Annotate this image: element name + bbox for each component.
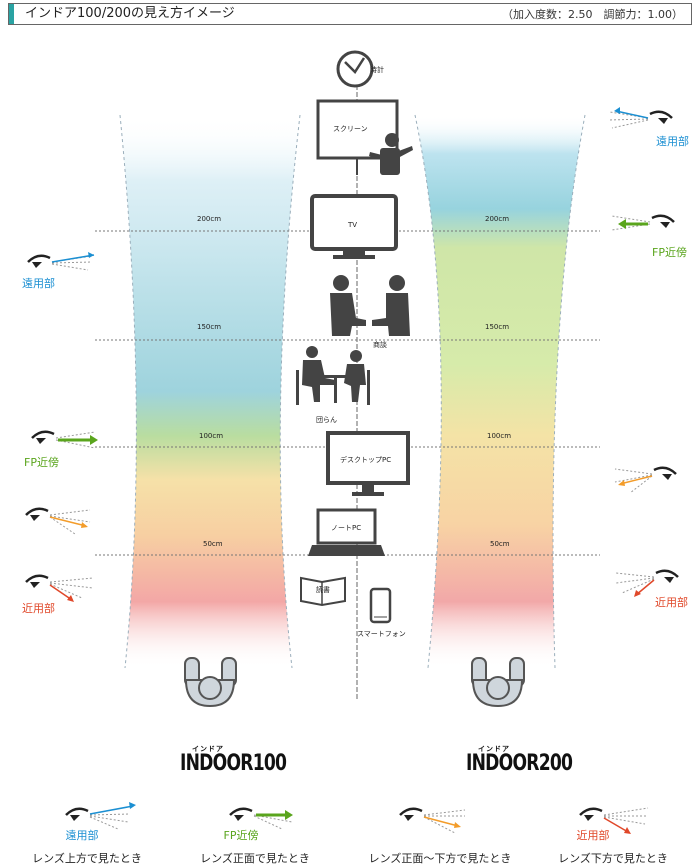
header-accent — [9, 4, 14, 24]
legend-eye-far-icon — [65, 802, 136, 830]
desktop-pc-icon — [326, 431, 410, 496]
tv-label: TV — [348, 221, 358, 229]
legend-caption-near: レンズ下方で見たとき — [558, 852, 668, 865]
presenter-icon — [369, 133, 413, 175]
indoor100-logo: インドア INDOOR100 — [180, 745, 287, 779]
header-params: （加入度数：2.50 調節力：1.00） — [502, 8, 683, 21]
legend-zone-fp: FP近傍 — [223, 829, 259, 842]
eye-far-right-icon — [607, 107, 673, 129]
smartphone-label: スマートフォン — [357, 630, 406, 638]
header-bar: インドア100/200の見え方イメージ （加入度数：2.50 調節力：1.00） — [8, 3, 692, 25]
viewer-left-icon — [184, 657, 237, 708]
page-title: インドア100/200の見え方イメージ — [25, 6, 235, 21]
indoor100-logo-big: INDOOR100 — [180, 751, 287, 776]
legend-eye-fp-icon — [229, 807, 293, 830]
eye-fp-right-icon — [611, 214, 675, 231]
notebook-label: ノートPC — [331, 524, 362, 532]
viewer-right-icon — [471, 657, 525, 708]
legend-zone-near: 近用部 — [576, 829, 610, 842]
distance-label-100-right: 100cm — [487, 432, 512, 440]
eye-near-right-icon — [615, 569, 679, 597]
distance-label-100-left: 100cm — [199, 432, 224, 440]
legend-caption-mid: レンズ正面〜下方で見たとき — [368, 852, 512, 865]
tv-icon — [310, 194, 398, 259]
desktop-label: デスクトップPC — [340, 456, 392, 464]
smartphone-icon — [369, 587, 392, 624]
indoor100-zone — [119, 114, 301, 669]
clock-icon — [336, 50, 374, 88]
right-fp-label: FP近傍 — [652, 246, 687, 259]
chat-icon — [296, 346, 370, 405]
distance-label-150-right: 150cm — [485, 323, 510, 331]
chat-label: 団らん — [316, 416, 337, 424]
eye-mid-right-icon — [614, 466, 677, 494]
book-icon — [300, 576, 346, 607]
distance-label-50-left: 50cm — [203, 540, 223, 548]
left-near-label: 近用部 — [22, 602, 55, 615]
legend-eye-mid-icon — [399, 807, 466, 834]
left-fp-label: FP近傍 — [24, 456, 59, 469]
distance-label-50-right: 50cm — [490, 540, 510, 548]
indoor200-zone — [414, 114, 586, 669]
distance-label-200-left: 200cm — [197, 215, 222, 223]
eye-fp-left-icon — [31, 430, 98, 449]
eye-far-left-icon — [27, 252, 95, 271]
legend-zone-far: 遠用部 — [65, 829, 99, 842]
meeting-label: 商談 — [373, 341, 387, 349]
notebook-pc-icon — [308, 508, 385, 556]
eye-mid-left-icon — [25, 507, 91, 535]
right-near-label: 近用部 — [655, 596, 688, 609]
meeting-icon — [330, 275, 410, 336]
legend-caption-fp: レンズ正面で見たとき — [200, 852, 310, 865]
eye-near-left-icon — [25, 574, 94, 602]
distance-label-150-left: 150cm — [197, 323, 222, 331]
right-far-label: 遠用部 — [656, 135, 689, 148]
indoor200-logo-small: インドア — [478, 745, 510, 753]
distance-label-200-right: 200cm — [485, 215, 510, 223]
reading-label: 読書 — [316, 586, 330, 594]
clock-label: 時計 — [370, 66, 384, 74]
indoor100-logo-small: インドア — [192, 745, 224, 753]
legend-caption-far: レンズ上方で見たとき — [32, 852, 142, 865]
screen-label: スクリーン — [333, 125, 368, 133]
left-far-label: 遠用部 — [22, 277, 55, 290]
indoor200-logo-big: INDOOR200 — [466, 751, 573, 776]
legend-eye-near-icon — [579, 807, 649, 834]
indoor200-logo: インドア INDOOR200 — [466, 745, 573, 779]
